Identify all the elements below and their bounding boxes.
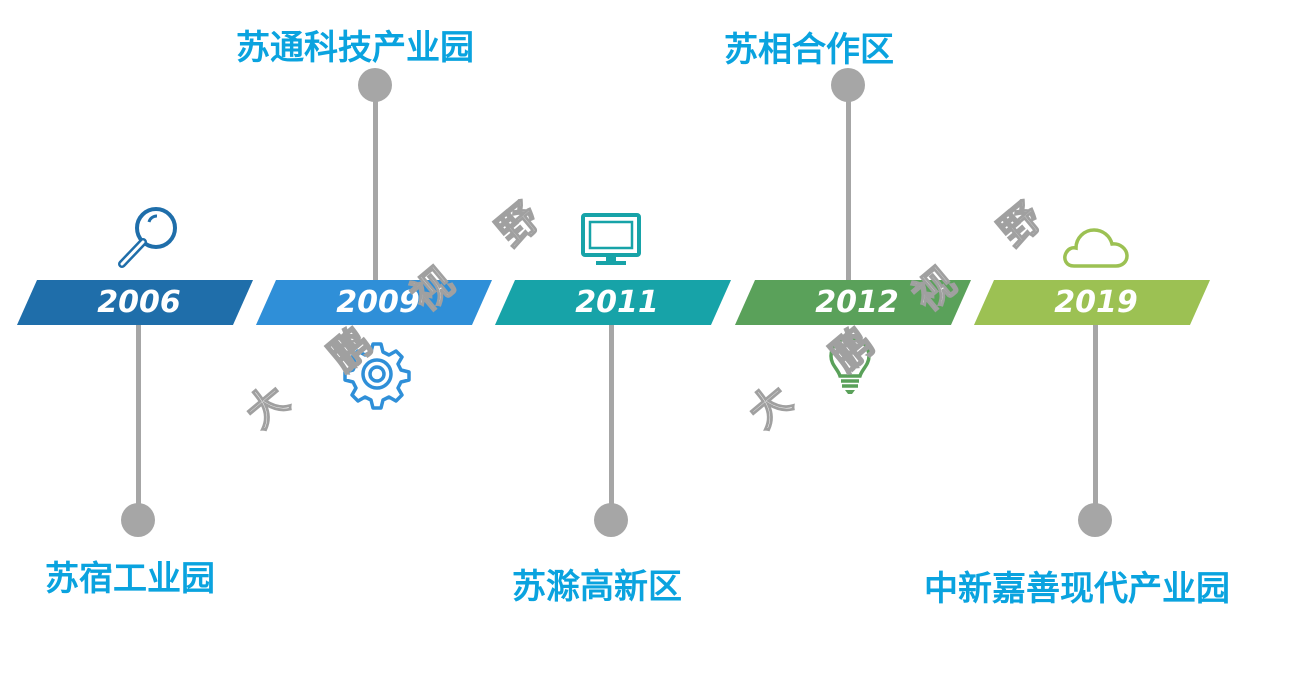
- connector-dot-2006: [121, 503, 155, 537]
- connector-2019: [1093, 322, 1098, 520]
- label-2006: 苏宿工业园: [45, 559, 215, 599]
- watermark-char: 大: [740, 376, 802, 438]
- year-2009: 2009: [336, 285, 420, 320]
- gear-icon: [343, 342, 411, 410]
- connector-2006: [136, 322, 141, 520]
- label-2012: 苏相合作区: [724, 30, 894, 70]
- cloud-icon: [1063, 228, 1129, 268]
- connector-2011: [609, 322, 614, 520]
- connector-dot-2012: [831, 68, 865, 102]
- label-2009: 苏通科技产业园: [236, 28, 474, 68]
- watermark-char: 大: [237, 376, 299, 438]
- connector-dot-2009: [358, 68, 392, 102]
- watermark-char: 野: [990, 194, 1052, 256]
- connector-dot-2019: [1078, 503, 1112, 537]
- watermark-char: 野: [488, 194, 550, 256]
- year-2011: 2011: [575, 285, 659, 320]
- connector-dot-2011: [594, 503, 628, 537]
- monitor-icon: [581, 213, 641, 265]
- lightbulb-icon: [829, 336, 871, 394]
- connector-2009: [373, 86, 378, 284]
- year-2019: 2019: [1054, 285, 1138, 320]
- year-2006: 2006: [97, 285, 181, 320]
- magnifier-icon: [118, 207, 177, 268]
- label-2019: 中新嘉善现代产业园: [924, 569, 1230, 609]
- label-2011: 苏滁高新区: [512, 567, 682, 607]
- connector-2012: [846, 86, 851, 284]
- year-2012: 2012: [815, 285, 899, 320]
